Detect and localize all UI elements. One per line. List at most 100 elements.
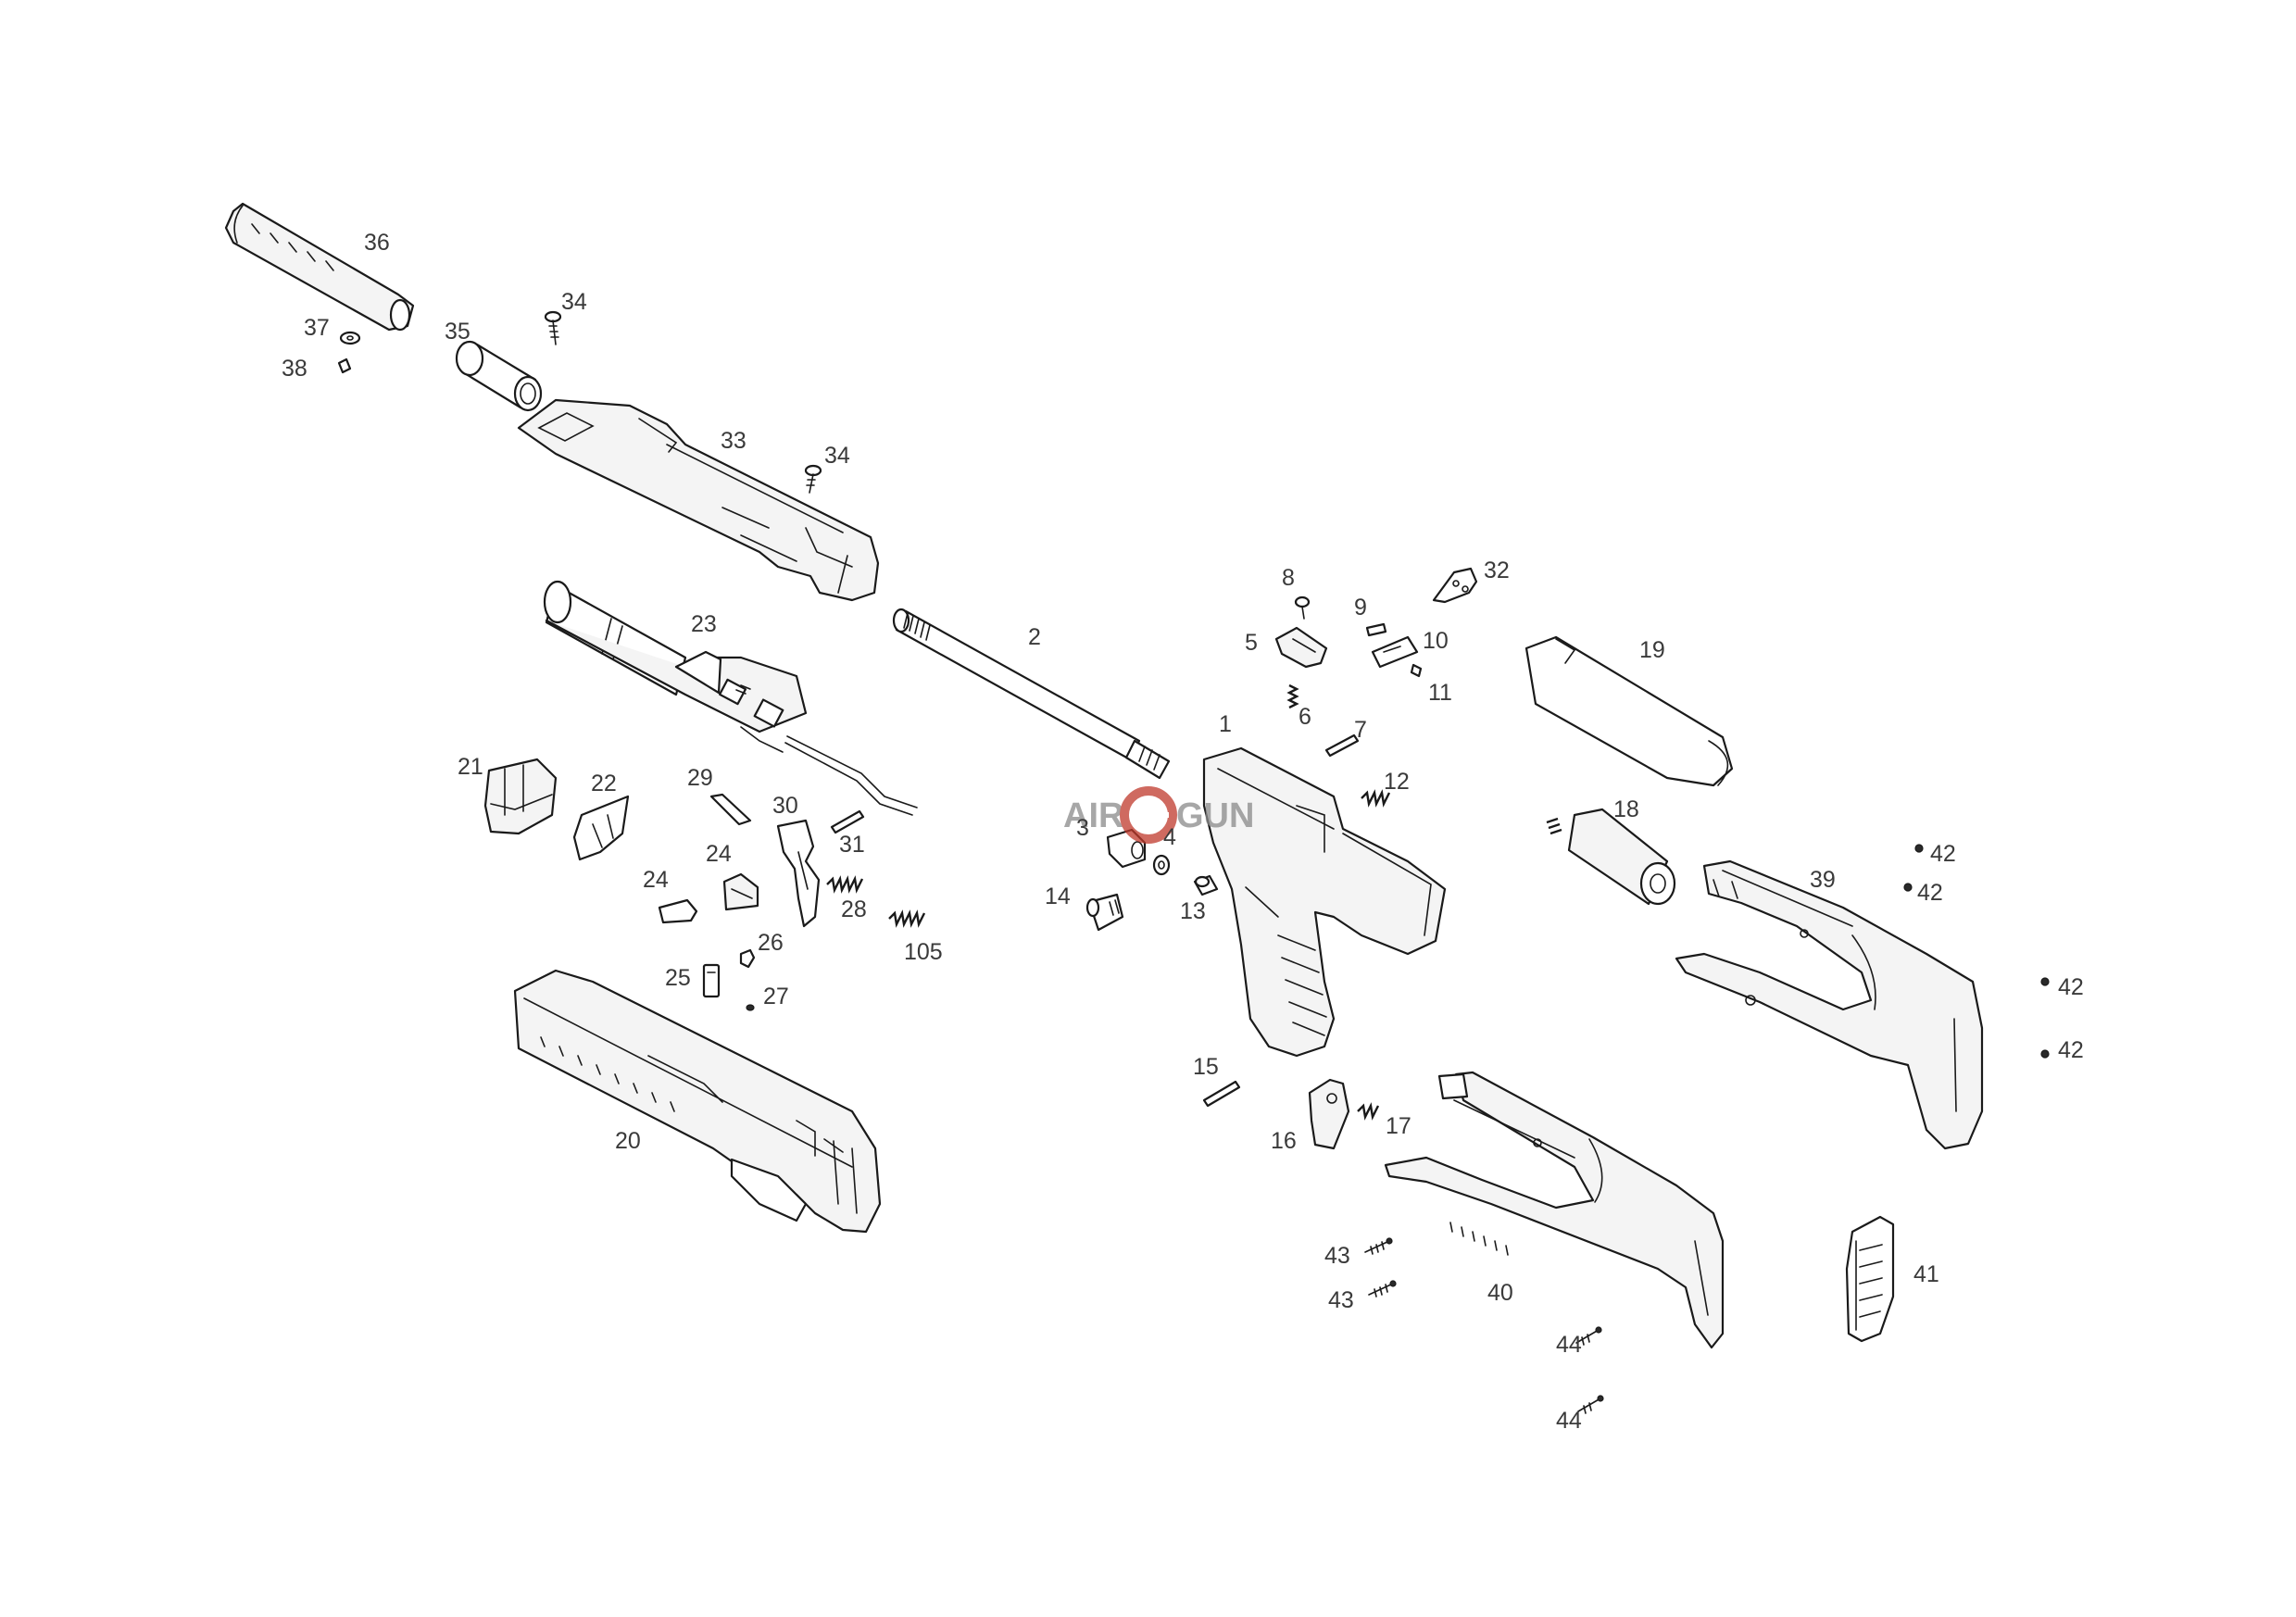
part-36-muzzle-shroud	[224, 202, 415, 332]
part-43-screw-a	[1364, 1237, 1393, 1255]
label-39: 39	[1810, 867, 1836, 893]
part-2-barrel	[892, 608, 1171, 780]
label-8: 8	[1282, 565, 1295, 591]
part-18-air-cylinder	[1546, 808, 1676, 906]
label-24-upper: 24	[706, 841, 732, 867]
part-20-lower-receiver	[513, 969, 882, 1234]
label-27: 27	[763, 984, 789, 1009]
label-11: 11	[1428, 680, 1452, 706]
label-4: 4	[1163, 824, 1176, 850]
label-43-a: 43	[1324, 1243, 1350, 1269]
label-2: 2	[1028, 624, 1041, 650]
part-10-plate	[1371, 635, 1419, 669]
label-6: 6	[1299, 704, 1311, 730]
part-12-spring	[1361, 789, 1391, 808]
label-10: 10	[1423, 628, 1449, 654]
part-28-spring	[826, 875, 864, 894]
part-39-stock-half-right	[1675, 859, 1984, 1150]
part-1-frame-grip	[1202, 746, 1447, 1058]
part-31-pin	[830, 809, 865, 834]
watermark-text-left: AIR	[1063, 796, 1123, 835]
part-44-screw-a	[1575, 1326, 1602, 1346]
part-29-lever	[709, 793, 752, 826]
label-23: 23	[691, 611, 717, 637]
part-38-screw	[337, 357, 352, 374]
watermark-text-right: GUN	[1176, 796, 1254, 835]
part-37-washer	[339, 331, 361, 345]
part-13-bushing	[1193, 874, 1219, 896]
watermark-circle-icon	[1120, 786, 1177, 844]
part-27-ball	[746, 1004, 755, 1011]
part-25-block	[702, 963, 721, 998]
part-22-spring-clip	[572, 795, 630, 861]
airgun-watermark-logo: AIR GUN	[1063, 786, 1254, 844]
label-40: 40	[1487, 1280, 1513, 1306]
part-4-oring	[1152, 854, 1171, 876]
part-43-screw-b	[1368, 1280, 1397, 1297]
part-41-butt-pad	[1845, 1215, 1895, 1343]
label-20: 20	[615, 1128, 641, 1154]
label-19: 19	[1639, 637, 1665, 663]
label-44-b: 44	[1556, 1408, 1582, 1434]
label-38: 38	[282, 356, 307, 382]
part-30-trigger	[776, 819, 821, 928]
part-42-screw-dot-c	[2040, 977, 2050, 986]
part-11-pin	[1410, 663, 1423, 678]
part-26-pin	[739, 948, 756, 969]
part-34-screw-top	[544, 310, 562, 345]
label-42-d: 42	[2058, 1037, 2084, 1063]
label-43-b: 43	[1328, 1287, 1354, 1313]
label-5: 5	[1245, 630, 1258, 656]
label-32: 32	[1484, 558, 1510, 583]
label-26: 26	[758, 930, 784, 956]
label-42-b: 42	[1917, 880, 1943, 906]
label-9: 9	[1354, 595, 1367, 620]
part-42-screw-dot-a	[1914, 844, 1924, 853]
label-16: 16	[1271, 1128, 1297, 1154]
part-32-plate	[1432, 567, 1478, 604]
label-42-a: 42	[1930, 841, 1956, 867]
label-35: 35	[445, 319, 470, 345]
part-21-block	[483, 758, 558, 835]
part-35-barrel-sleeve	[455, 340, 543, 412]
part-105-spring	[888, 909, 926, 928]
part-7-pin	[1324, 733, 1360, 758]
label-17: 17	[1386, 1113, 1411, 1139]
label-42-c: 42	[2058, 974, 2084, 1000]
label-14: 14	[1045, 884, 1071, 909]
label-36: 36	[364, 230, 390, 256]
label-33: 33	[721, 428, 747, 454]
label-1: 1	[1219, 711, 1232, 737]
part-8-screw	[1294, 595, 1311, 620]
part-24-sear-lower	[658, 898, 698, 924]
part-6-spring	[1286, 683, 1299, 709]
label-25: 25	[665, 965, 691, 991]
label-15: 15	[1193, 1054, 1219, 1080]
part-9-clip	[1365, 622, 1387, 637]
label-44-a: 44	[1556, 1332, 1582, 1358]
part-42-screw-dot-d	[2040, 1049, 2050, 1059]
part-16-safety	[1308, 1078, 1350, 1150]
label-29: 29	[687, 765, 713, 791]
label-28: 28	[841, 896, 867, 922]
label-31: 31	[839, 832, 865, 858]
label-3: 3	[1076, 815, 1089, 841]
label-30: 30	[772, 793, 798, 819]
part-42-screw-dot-b	[1903, 883, 1913, 892]
label-22: 22	[591, 771, 617, 796]
part-24-sear-upper	[722, 872, 759, 911]
label-105: 105	[904, 939, 943, 965]
label-34-top: 34	[561, 289, 587, 315]
part-17-spring	[1357, 1102, 1380, 1121]
label-24-lower: 24	[643, 867, 669, 893]
label-34-receiver: 34	[824, 443, 850, 469]
part-5-bracket	[1274, 626, 1328, 669]
label-18: 18	[1613, 796, 1639, 822]
part-44-screw-b	[1577, 1395, 1604, 1414]
part-19-fore-end-cap	[1524, 635, 1734, 787]
part-40-stock-half-left	[1384, 1071, 1725, 1349]
label-13: 13	[1180, 898, 1206, 924]
part-34-screw-receiver	[804, 464, 822, 494]
label-7: 7	[1354, 717, 1367, 743]
